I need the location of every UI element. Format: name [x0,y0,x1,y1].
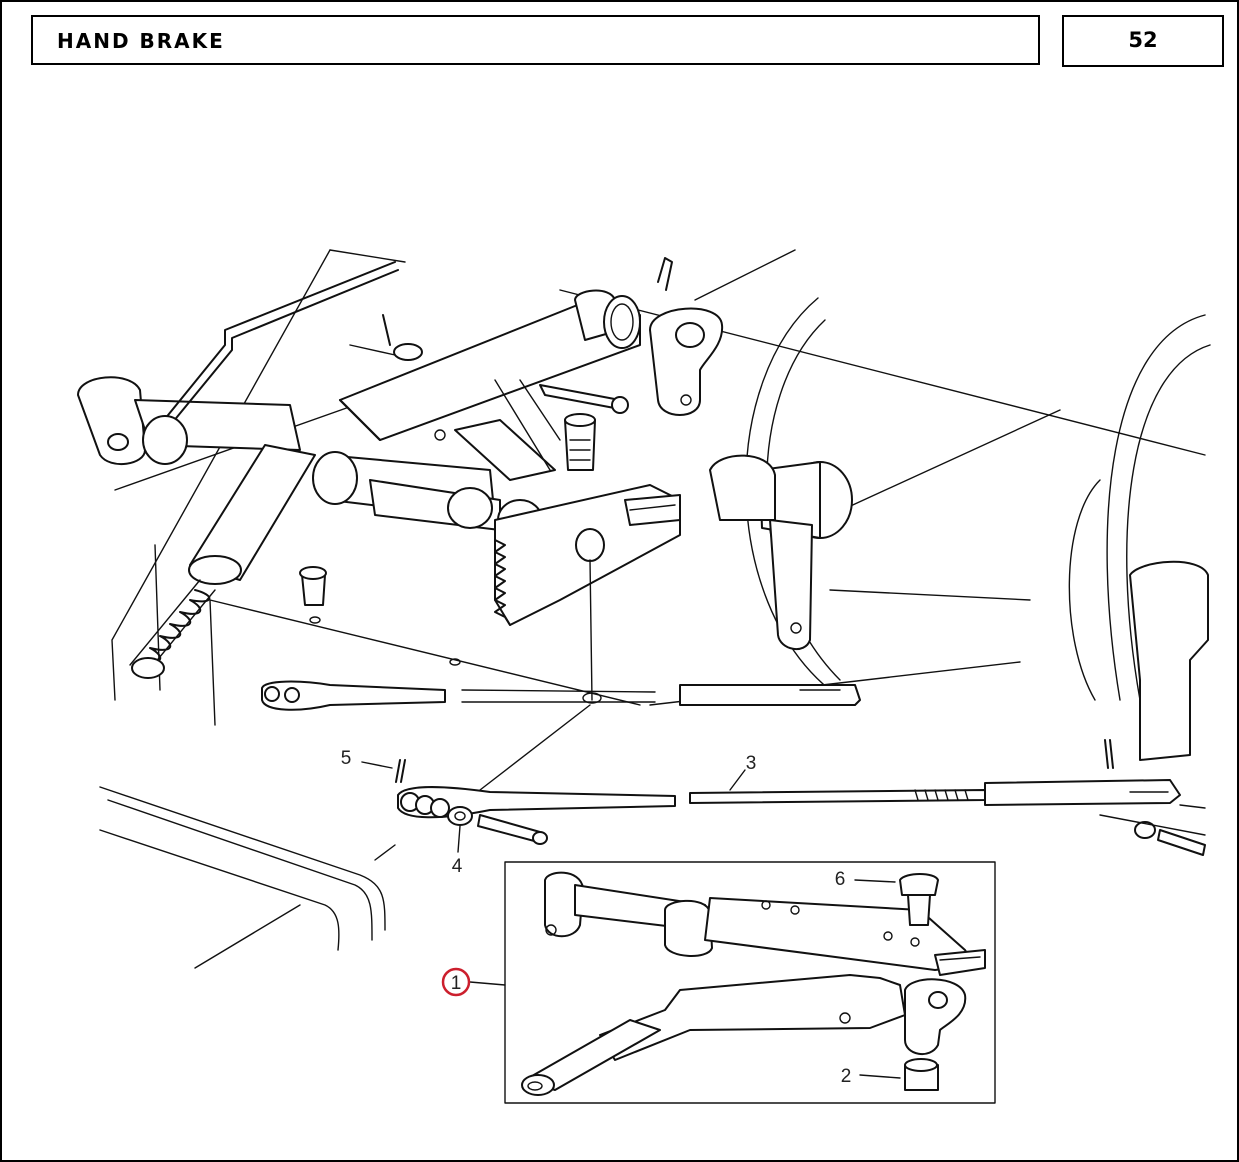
upper-linkage-rod [261,680,861,711]
callouts: 1 2 3 4 5 6 [341,748,852,1087]
floor-panel-outline [99,786,396,969]
upper-lever-assembly [77,257,1209,761]
callout-4: 4 [452,856,463,877]
inset-assembly-box [504,861,996,1104]
callout-5: 5 [341,748,352,769]
callout-2: 2 [841,1066,852,1087]
callout-3: 3 [746,753,757,774]
release-spring [129,579,216,679]
page-number: 52 [1128,28,1158,52]
callout-6: 6 [835,869,846,890]
lower-linkage-rod [395,704,1206,856]
page-title: HAND BRAKE [57,29,225,53]
title-box: HAND BRAKE [31,15,1040,65]
page-number-box: 52 [1062,15,1224,67]
leader-lines [361,761,901,1079]
callout-1-highlight-ring [441,967,471,997]
callout-1: 1 [451,973,462,994]
